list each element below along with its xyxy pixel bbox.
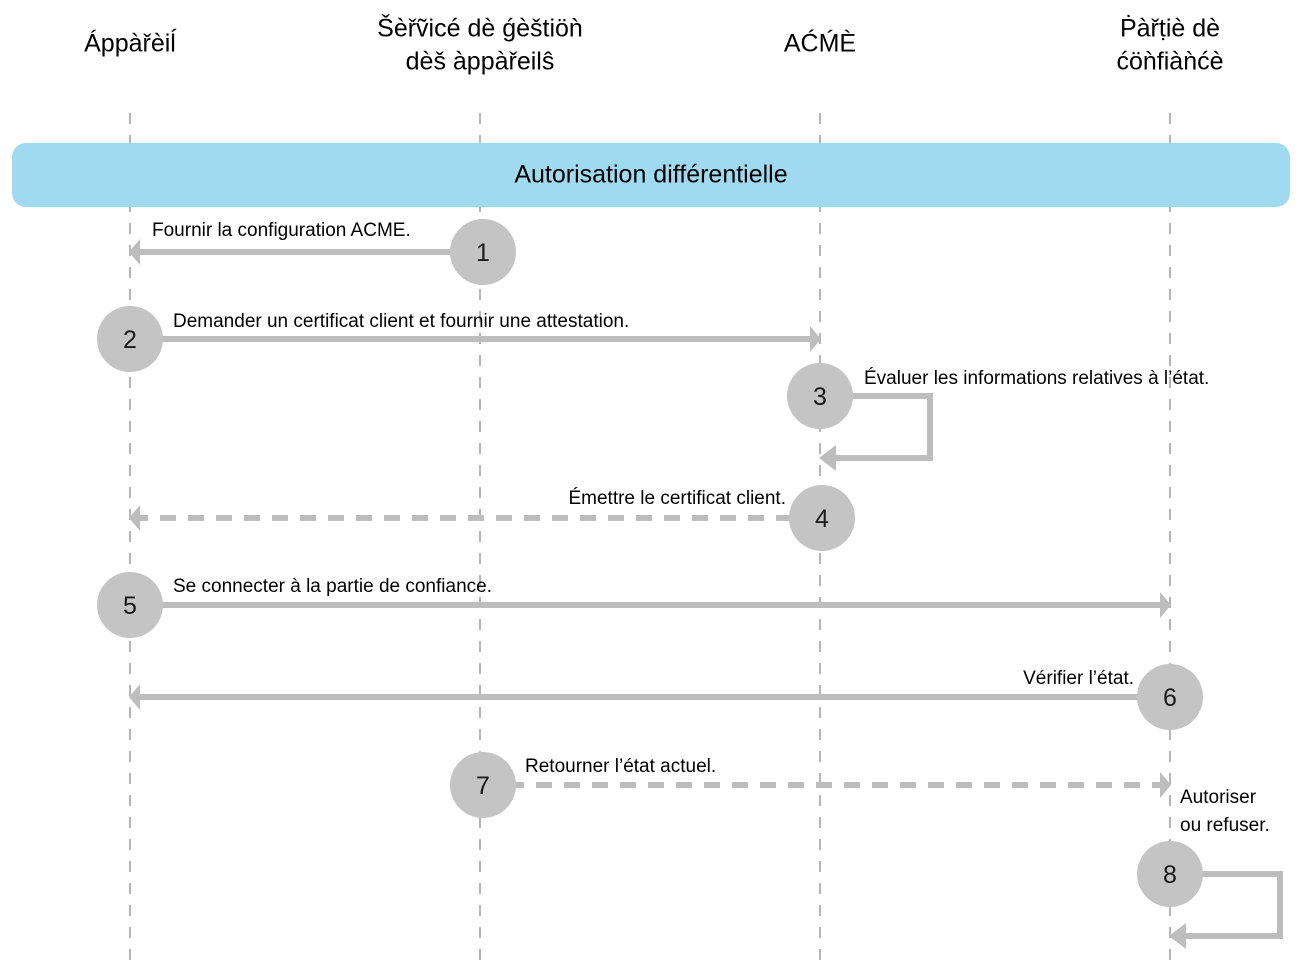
step-badge-1[interactable]: 1: [450, 219, 516, 285]
message-label-6: Vérifier l’état.: [1023, 668, 1134, 689]
step-badge-circle-6[interactable]: [1137, 664, 1203, 730]
arrowhead-2: [810, 326, 821, 352]
step-badge-5[interactable]: 5: [97, 572, 163, 638]
message-label-5: Se connecter à la partie de confiance.: [173, 576, 492, 597]
step-badge-number-5: 5: [123, 592, 137, 620]
phase-banner-group: Autorisation différentielle: [12, 143, 1290, 207]
step-badges-group: 1 2 3 4 5 6 7 8: [97, 219, 1203, 907]
message-label-4: Émettre le certificat client.: [568, 488, 786, 509]
step-badge-7[interactable]: 7: [450, 752, 516, 818]
lifeline-label-acme: AĆḾÈ: [784, 29, 856, 58]
step-badge-4[interactable]: 4: [789, 485, 855, 551]
arrowhead-4: [129, 505, 140, 531]
message-step-8: Autoriser ou refuser.: [1169, 787, 1283, 949]
message-step-1: Fournir la configuration ACME.: [129, 220, 480, 265]
arrowhead-3: [819, 445, 836, 471]
step-badge-circle-5[interactable]: [97, 572, 163, 638]
step-badge-number-4: 4: [815, 505, 829, 533]
step-badge-number-1: 1: [476, 239, 490, 267]
arrowhead-6: [129, 684, 140, 710]
step-badge-number-8: 8: [1163, 861, 1177, 889]
message-step-3: Évaluer les informations relatives à l’é…: [819, 368, 1209, 471]
message-label-3: Évaluer les informations relatives à l’é…: [864, 368, 1209, 389]
lifeline-label-service-gestion-appareils: Šèřṽicé dè ǵèštiöǹ: [377, 14, 583, 43]
arrowhead-1: [129, 239, 140, 265]
phase-banner: [12, 143, 1290, 207]
message-label-7: Retourner l’état actuel.: [525, 756, 716, 777]
lifeline-appareil: Áppàřèiĺ: [84, 28, 177, 963]
message-label-2: Demander un certificat client et fournir…: [173, 311, 629, 332]
self-loop-path-3: [822, 393, 933, 461]
message-step-7: Retourner l’état actuel.: [480, 756, 1171, 798]
message-label-8-line2: ou refuser.: [1180, 815, 1270, 836]
step-badge-6[interactable]: 6: [1137, 664, 1203, 730]
arrowhead-5: [1160, 592, 1171, 618]
messages-group: Fournir la configuration ACME. Demander u…: [129, 220, 1283, 949]
message-step-5: Se connecter à la partie de confiance.: [130, 576, 1171, 618]
phase-banner-title: Autorisation différentielle: [514, 161, 787, 189]
lifeline-partie-de-confiance: Ṗàřṭiè dè ćöǹfiàǹćè: [1116, 14, 1224, 963]
step-badge-8[interactable]: 8: [1137, 841, 1203, 907]
step-badge-circle-4[interactable]: [789, 485, 855, 551]
step-badge-2[interactable]: 2: [97, 306, 163, 372]
message-label-1: Fournir la configuration ACME.: [152, 220, 411, 241]
step-badge-circle-3[interactable]: [787, 363, 853, 429]
step-badge-circle-8[interactable]: [1137, 841, 1203, 907]
lifeline-label-partie-de-confiance-line2: ćöǹfiàǹćè: [1116, 48, 1223, 76]
lifeline-label-partie-de-confiance: Ṗàřṭiè dè: [1120, 14, 1220, 43]
arrowhead-8: [1169, 923, 1186, 949]
lifeline-label-appareil: Áppàřèiĺ: [84, 28, 177, 58]
message-label-8-line1: Autoriser: [1180, 787, 1257, 808]
step-badge-circle-1[interactable]: [450, 219, 516, 285]
message-step-4: Émettre le certificat client.: [129, 488, 820, 531]
message-step-6: Vérifier l’état.: [129, 668, 1170, 710]
step-badge-number-6: 6: [1163, 684, 1177, 712]
step-badge-circle-7[interactable]: [450, 752, 516, 818]
self-loop-path-8: [1172, 871, 1283, 939]
step-badge-number-3: 3: [813, 383, 827, 411]
step-badge-circle-2[interactable]: [97, 306, 163, 372]
lifeline-label-service-gestion-appareils-line2: dèš àppàřeilŝ: [406, 48, 555, 76]
message-step-2: Demander un certificat client et fournir…: [130, 311, 821, 352]
step-badge-3[interactable]: 3: [787, 363, 853, 429]
step-badge-number-7: 7: [476, 772, 490, 800]
step-badge-number-2: 2: [123, 326, 137, 354]
arrowhead-7: [1160, 772, 1171, 798]
